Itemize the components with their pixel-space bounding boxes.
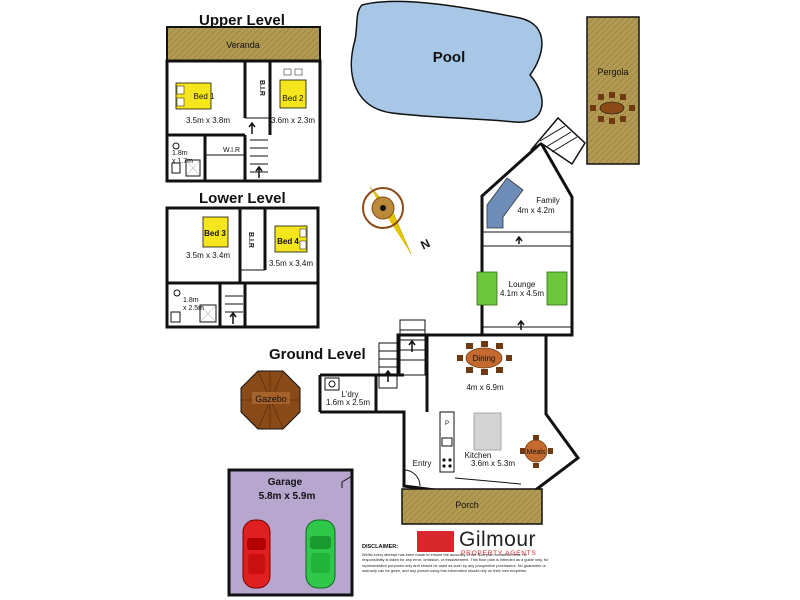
brand-name: Gilmour xyxy=(459,528,537,551)
bed-1-size: 3.5m x 3.8m xyxy=(186,116,230,125)
disclaimer-body: Whilst every attempt has been made to en… xyxy=(362,552,549,573)
pergola-label: Pergola xyxy=(597,67,628,77)
kitchen-label: Kitchen xyxy=(465,451,492,460)
ground-level-plan: Dining 4m x 6.9m L'dry 1.6m x 2.5m P Kit… xyxy=(318,319,581,525)
lower-bir-label: B.I.R xyxy=(247,232,254,248)
pool xyxy=(350,0,543,123)
kitchen-bench xyxy=(439,411,455,473)
disclaimer: DISCLAIMER: Whilst every attempt has bee… xyxy=(362,544,550,573)
family-size: 4m x 4.2m xyxy=(517,206,555,215)
pergola-table xyxy=(590,92,635,124)
bed-3-label: Bed 3 xyxy=(204,229,226,238)
gazebo-label: Gazebo xyxy=(255,394,287,404)
bed-2 xyxy=(279,79,307,109)
veranda xyxy=(166,26,321,62)
lounge-label: Lounge xyxy=(509,280,536,289)
upper-bath-size-b: x 1.7m xyxy=(172,158,193,165)
compass-icon: N xyxy=(362,186,433,255)
logo-mark xyxy=(417,531,454,552)
lower-level-title: Lower Level xyxy=(199,190,286,207)
pantry-label: P xyxy=(445,421,449,427)
disclaimer-heading: DISCLAIMER: xyxy=(362,544,399,550)
green-car-icon xyxy=(305,519,336,589)
veranda-label: Veranda xyxy=(226,40,260,50)
dining-table xyxy=(457,341,512,375)
pool-label: Pool xyxy=(433,49,466,66)
bed-1-label: Bed 1 xyxy=(194,92,215,101)
lower-bath-size-a: 1.8m xyxy=(183,297,199,304)
compass-north-label: N xyxy=(419,236,433,252)
porch xyxy=(401,488,543,525)
lower-stairs xyxy=(225,295,243,324)
bed-3 xyxy=(202,216,229,248)
dining-label: Dining xyxy=(473,354,496,363)
kitchen-size: 3.6m x 5.3m xyxy=(471,459,515,468)
lounge-sofa-left xyxy=(476,271,498,306)
bed-2-label: Bed 2 xyxy=(283,94,304,103)
laundry-label: L'dry xyxy=(341,390,358,399)
ground-level-title: Ground Level xyxy=(269,346,366,363)
upper-level-plan: Veranda Bed 1 3.5m x 3.8m B.I.R Bed xyxy=(165,26,322,183)
lounge-size: 4.1m x 4.5m xyxy=(500,289,544,298)
family-label: Family xyxy=(536,196,560,205)
meals-label: Meals xyxy=(527,449,546,456)
upper-bath-size-a: 1.8m xyxy=(172,150,188,157)
brand-tagline: PROPERTY AGENTS xyxy=(461,550,537,557)
family-sofa xyxy=(486,177,524,229)
upper-level-title: Upper Level xyxy=(199,12,285,29)
porch-label: Porch xyxy=(455,500,479,510)
laundry-size: 1.6m x 2.5m xyxy=(326,398,370,407)
bed-4-size: 3.5m x 3.4m xyxy=(269,259,313,268)
lower-level-plan: Bed 3 3.5m x 3.4m B.I.R Bed 4 3.5m x 3.4… xyxy=(165,206,320,329)
bed-4-label: Bed 4 xyxy=(277,237,299,246)
meals-table xyxy=(520,435,553,468)
garage: Garage 5.8m x 5.9m xyxy=(227,468,354,597)
entry-label: Entry xyxy=(413,459,432,468)
lower-bath-size-b: x 2.5m xyxy=(183,305,204,312)
bed-2-size: 3.6m x 2.3m xyxy=(271,116,315,125)
gazebo: Gazebo xyxy=(240,370,301,430)
bed-3-size: 3.5m x 3.4m xyxy=(186,251,230,260)
family-lounge-plan: Family 4m x 4.2m Lounge 4.1m x 4.5m xyxy=(476,116,586,337)
kitchen-island xyxy=(473,412,502,451)
dining-size: 4m x 6.9m xyxy=(466,383,504,392)
upper-bir-label: B.I.R xyxy=(258,80,265,96)
garage-label: Garage xyxy=(268,477,303,488)
upper-wir-label: W.I.R xyxy=(223,147,240,154)
brand-logo: Gilmour PROPERTY AGENTS xyxy=(417,528,557,557)
upper-stairs xyxy=(248,121,268,178)
red-car-icon xyxy=(242,519,271,589)
ground-stairs xyxy=(378,319,426,389)
pergola xyxy=(586,16,640,165)
lounge-sofa-right xyxy=(546,271,568,306)
garage-size: 5.8m x 5.9m xyxy=(259,491,316,502)
